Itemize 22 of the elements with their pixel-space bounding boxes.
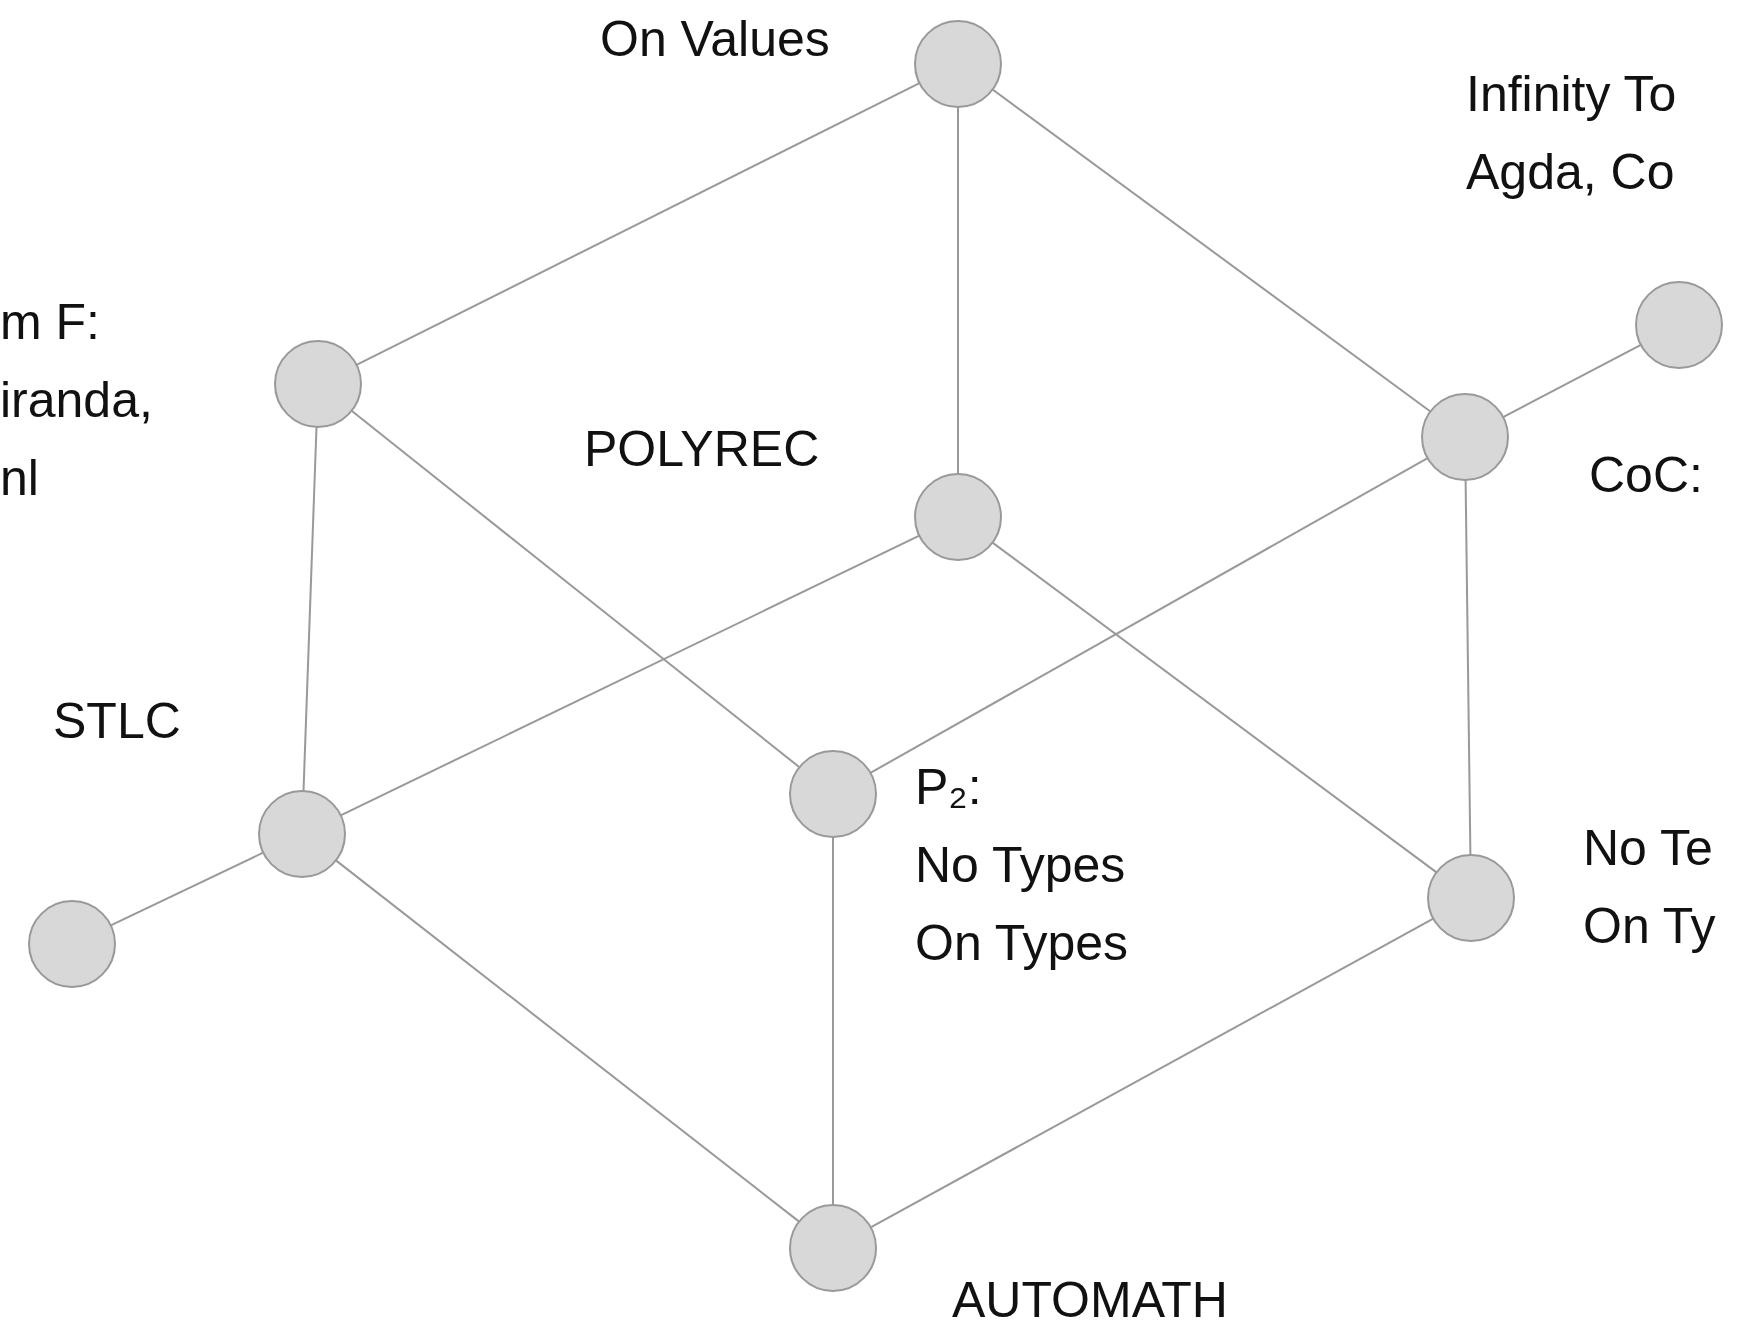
connector-line <box>334 859 801 1223</box>
connector-line <box>302 426 318 792</box>
node-caption: AUTOMATH <box>952 1271 1229 1330</box>
node-caption: On Values <box>600 10 831 69</box>
node-caption: No Te On Ty <box>1583 819 1717 956</box>
connector-line <box>1464 479 1472 856</box>
connector-line <box>991 541 1438 874</box>
connector-line <box>957 106 959 475</box>
connector-line <box>869 917 1435 1229</box>
node-caption: P₂: <box>915 758 983 817</box>
node-caption: CoC: <box>1589 446 1704 505</box>
node-caption: STLC <box>53 692 182 751</box>
node-caption: POLYREC <box>584 420 821 479</box>
node-caption: m F: iranda, nl <box>0 293 154 508</box>
connector-line <box>350 409 801 769</box>
node-caption: No Types On Types <box>915 836 1130 973</box>
connector-line <box>869 457 1429 774</box>
node-caption: Infinity To Agda, Co <box>1466 65 1678 202</box>
connector-line <box>355 82 921 366</box>
connector-line <box>832 836 834 1206</box>
connector-line <box>991 88 1432 413</box>
connector-line <box>1502 343 1642 419</box>
